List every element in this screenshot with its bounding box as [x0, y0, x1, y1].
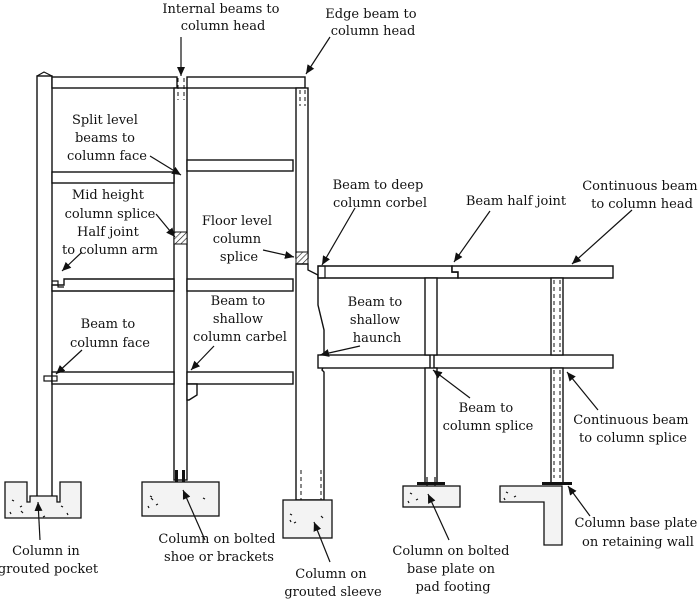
label-grouted-sleeve: Column on grouted sleeve	[284, 567, 382, 600]
beam-level3-right	[186, 371, 294, 385]
beam-level1-right	[186, 159, 294, 172]
label-grouted-pocket: Column in grouted pocket	[0, 544, 99, 577]
label-beam-shallow-haunch: Beam to shallow haunch	[348, 295, 407, 346]
floor-level-splice-mark	[295, 251, 309, 265]
roof-beam-left	[51, 76, 178, 89]
roof-beam-right	[186, 76, 306, 89]
beam-lower-right-a	[317, 354, 431, 369]
beam-halfjoint-left	[51, 278, 175, 292]
sleeve-footing	[282, 499, 333, 539]
column-left	[4, 71, 82, 519]
pocket-footing	[4, 481, 82, 519]
beam-upper-right-a	[317, 265, 459, 279]
label-bolted-base-plate: Column on bolted base plate on pad footi…	[392, 544, 513, 595]
label-mid-height-splice: Mid height column splice	[65, 188, 156, 222]
mid-height-splice-mark	[173, 231, 188, 245]
column-edge	[282, 87, 333, 539]
label-bolted-shoe: Column on bolted shoe or brackets	[158, 532, 279, 565]
label-split-level: Split level beams to column face	[67, 113, 147, 164]
shallow-corbel	[186, 383, 198, 401]
label-beam-half-joint: Beam half joint	[466, 194, 567, 209]
label-base-plate-wall: Column base plate on retaining wall	[575, 516, 700, 550]
column-internal	[141, 78, 220, 517]
label-floor-level-splice: Floor level column splice	[202, 214, 276, 265]
structure	[4, 71, 614, 546]
label-beam-column-face: Beam to column face	[70, 317, 150, 351]
label-internal-beams: Internal beams to column head	[162, 2, 283, 34]
column-wall	[499, 277, 572, 546]
column-pad	[402, 277, 461, 508]
beam-level3-left	[51, 371, 175, 385]
label-continuous-beam-splice: Continuous beam to column splice	[573, 413, 693, 446]
label-beam-deep-corbel: Beam to deep column corbel	[333, 178, 428, 211]
label-continuous-beam-head: Continuous beam to column head	[582, 179, 700, 212]
label-beam-shallow-carbel: Beam to shallow column carbel	[193, 294, 287, 345]
label-beam-column-splice: Beam to column splice	[443, 401, 534, 434]
beam-level2-right	[186, 278, 294, 292]
beam-upper-right-b	[451, 265, 614, 279]
beam-level1-left	[51, 171, 175, 184]
retaining-wall	[499, 485, 563, 546]
shoe-footing	[141, 481, 220, 517]
label-half-joint-arm: Half joint to column arm	[62, 225, 158, 258]
leader-arrows	[34, 36, 633, 563]
beam-lower-right-b	[433, 354, 614, 369]
label-edge-beam: Edge beam to column head	[325, 7, 420, 39]
pad-footing	[402, 485, 461, 508]
